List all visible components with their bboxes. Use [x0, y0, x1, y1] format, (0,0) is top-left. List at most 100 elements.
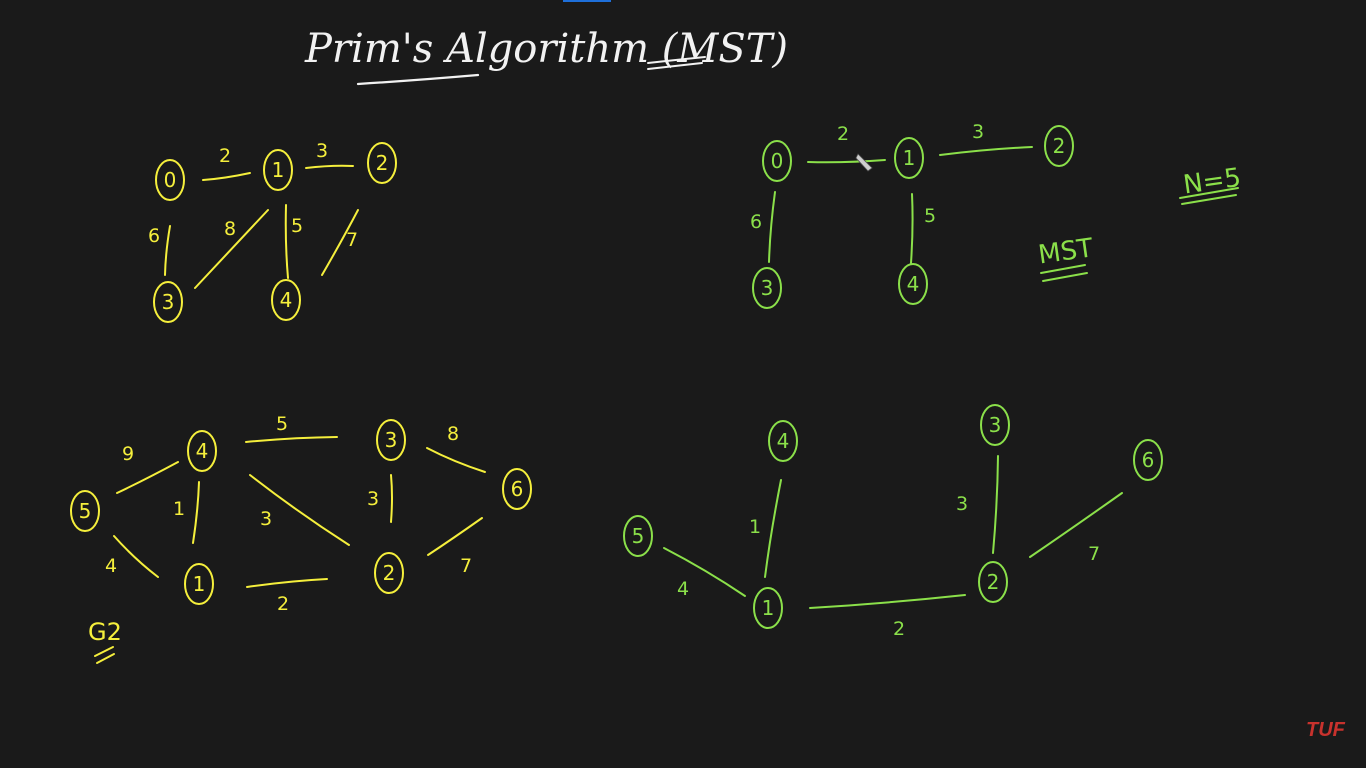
- graph1-node-1: 1: [263, 149, 293, 191]
- mst2-edge-weight-2-6: 7: [1088, 543, 1100, 565]
- graph1-node-label-4: 4: [280, 288, 293, 312]
- graph2-edge-2-6: [427, 517, 483, 556]
- graph2-edge-weight-3-2: 3: [367, 488, 379, 510]
- graph2-nodes: 1 2 3 4 5 6: [70, 419, 532, 605]
- graph2-edge-weight-1-2: 2: [277, 593, 289, 615]
- mst-underline-2: [647, 62, 703, 70]
- graph2-node-label-6: 6: [511, 477, 524, 501]
- graph2-edge-weight-5-1: 4: [105, 555, 117, 577]
- mst2-edge-1-2: [809, 594, 966, 609]
- graph1-edge-0-1: [202, 172, 251, 181]
- graph1-node-circle-0: [155, 159, 185, 201]
- graph1-edge-weight-1-4: 5: [291, 215, 303, 237]
- mst2-edge-weight-1-2: 2: [893, 618, 905, 640]
- graph2-edge-4-3: [245, 436, 338, 443]
- graph2-edge-weight-2-6: 7: [460, 555, 472, 577]
- mst1-node-circle-4: [898, 263, 928, 305]
- mst-underline-1: [647, 56, 706, 64]
- graph2-node-1: 1: [184, 563, 214, 605]
- graph2-node-4: 4: [187, 430, 217, 472]
- mst1-edge-1-4: [910, 193, 914, 264]
- graph1-edges: [164, 164, 359, 289]
- graph1-edge-weight-2-4: 7: [346, 229, 358, 251]
- mst2-edge-weight-3-2: 3: [956, 493, 968, 515]
- graph2-edge-5-1: [113, 535, 159, 578]
- n-note-group: N=5: [1179, 163, 1243, 205]
- graph1-node-0: 0: [155, 159, 185, 201]
- graph1-node-circle-2: [367, 142, 397, 184]
- graph2-node-circle-3: [376, 419, 406, 461]
- graph2-name-underline-2: [96, 653, 115, 664]
- graph1-edge-weight-0-1: 2: [219, 145, 231, 167]
- page-title: Prim's Algorithm (MST): [304, 26, 788, 72]
- mst1-edges: [768, 146, 1033, 264]
- mst2-node-circle-2: [978, 561, 1008, 603]
- mst1-node-4: 4: [898, 263, 928, 305]
- graph2-node-2: 2: [374, 552, 404, 594]
- mst-label-underline-2: [1042, 272, 1088, 282]
- graph1-edge-0-3: [164, 225, 171, 276]
- graph1-node-circle-3: [153, 281, 183, 323]
- graph1-node-circle-4: [271, 279, 301, 321]
- mst-label-underline-1: [1040, 264, 1086, 274]
- graph2-node-5: 5: [70, 490, 100, 532]
- mst2-node-label-3: 3: [989, 413, 1002, 437]
- top-accent-bar: [563, 0, 611, 2]
- graph2-edge-weight-3-6: 8: [447, 423, 459, 445]
- mst2-node-circle-4: [768, 420, 798, 462]
- title-underline: [356, 73, 480, 86]
- graph1-node-2: 2: [367, 142, 397, 184]
- graph2-edge-3-6: [426, 447, 486, 473]
- mst1-edge-weight-1-4: 5: [924, 205, 936, 227]
- mst2-node-2: 2: [978, 561, 1008, 603]
- mst2-node-label-2: 2: [987, 570, 1000, 594]
- mst1-node-label-0: 0: [771, 149, 784, 173]
- graph2-edge-weight-4-2: 3: [260, 508, 272, 530]
- tuf-watermark-logo: TUF: [1306, 719, 1346, 741]
- mst1-edge-0-1: [807, 159, 886, 164]
- mst2-node-5: 5: [623, 515, 653, 557]
- graph1-nodes: 0 1 2 3 4: [153, 142, 397, 323]
- mst2-node-circle-5: [623, 515, 653, 557]
- mst1-node-3: 3: [752, 267, 782, 309]
- mst1-node-label-1: 1: [903, 146, 916, 170]
- graph2-node-circle-5: [70, 490, 100, 532]
- graph2-node-circle-2: [374, 552, 404, 594]
- mst1-edge-weight-0-1: 2: [837, 123, 849, 145]
- mst1-node-circle-1: [894, 137, 924, 179]
- mst1-node-label-4: 4: [907, 272, 920, 296]
- graph2-edge-5-4: [116, 461, 179, 494]
- mst2-edge-2-6: [1029, 492, 1123, 558]
- graph1-edge-weight-1-3: 8: [224, 218, 236, 240]
- graph1-node-label-0: 0: [164, 168, 177, 192]
- mst2-node-circle-3: [980, 404, 1010, 446]
- mst1-node-label-3: 3: [761, 276, 774, 300]
- mst2-node-6: 6: [1133, 439, 1163, 481]
- mst2-node-label-6: 6: [1142, 448, 1155, 472]
- graph2-node-label-3: 3: [385, 428, 398, 452]
- graph2-name-group: G2: [88, 618, 122, 664]
- mst1-edge-1-2: [939, 146, 1033, 156]
- mst2-node-label-4: 4: [777, 429, 790, 453]
- graph2-name-underline-1: [94, 646, 114, 657]
- mst2-node-3: 3: [980, 404, 1010, 446]
- mst2-node-label-1: 1: [762, 596, 775, 620]
- graph1-node-label-3: 3: [162, 290, 175, 314]
- mst2-node-4: 4: [768, 420, 798, 462]
- graph1-edge-1-4: [284, 204, 289, 279]
- mst2-edge-4-1: [764, 479, 782, 578]
- mst1-node-circle-3: [752, 267, 782, 309]
- mst1-edge-0-3: [768, 191, 776, 263]
- mst2-node-circle-6: [1133, 439, 1163, 481]
- graph2-edges: [113, 436, 486, 588]
- graph2-node-label-5: 5: [79, 499, 92, 523]
- graph2-edge-weight-5-4: 9: [122, 443, 134, 465]
- mst2-node-circle-1: [753, 587, 783, 629]
- mst1-edge-weight-1-2: 3: [972, 121, 984, 143]
- graph2-node-label-1: 1: [193, 572, 206, 596]
- graph1-node-label-1: 1: [272, 158, 285, 182]
